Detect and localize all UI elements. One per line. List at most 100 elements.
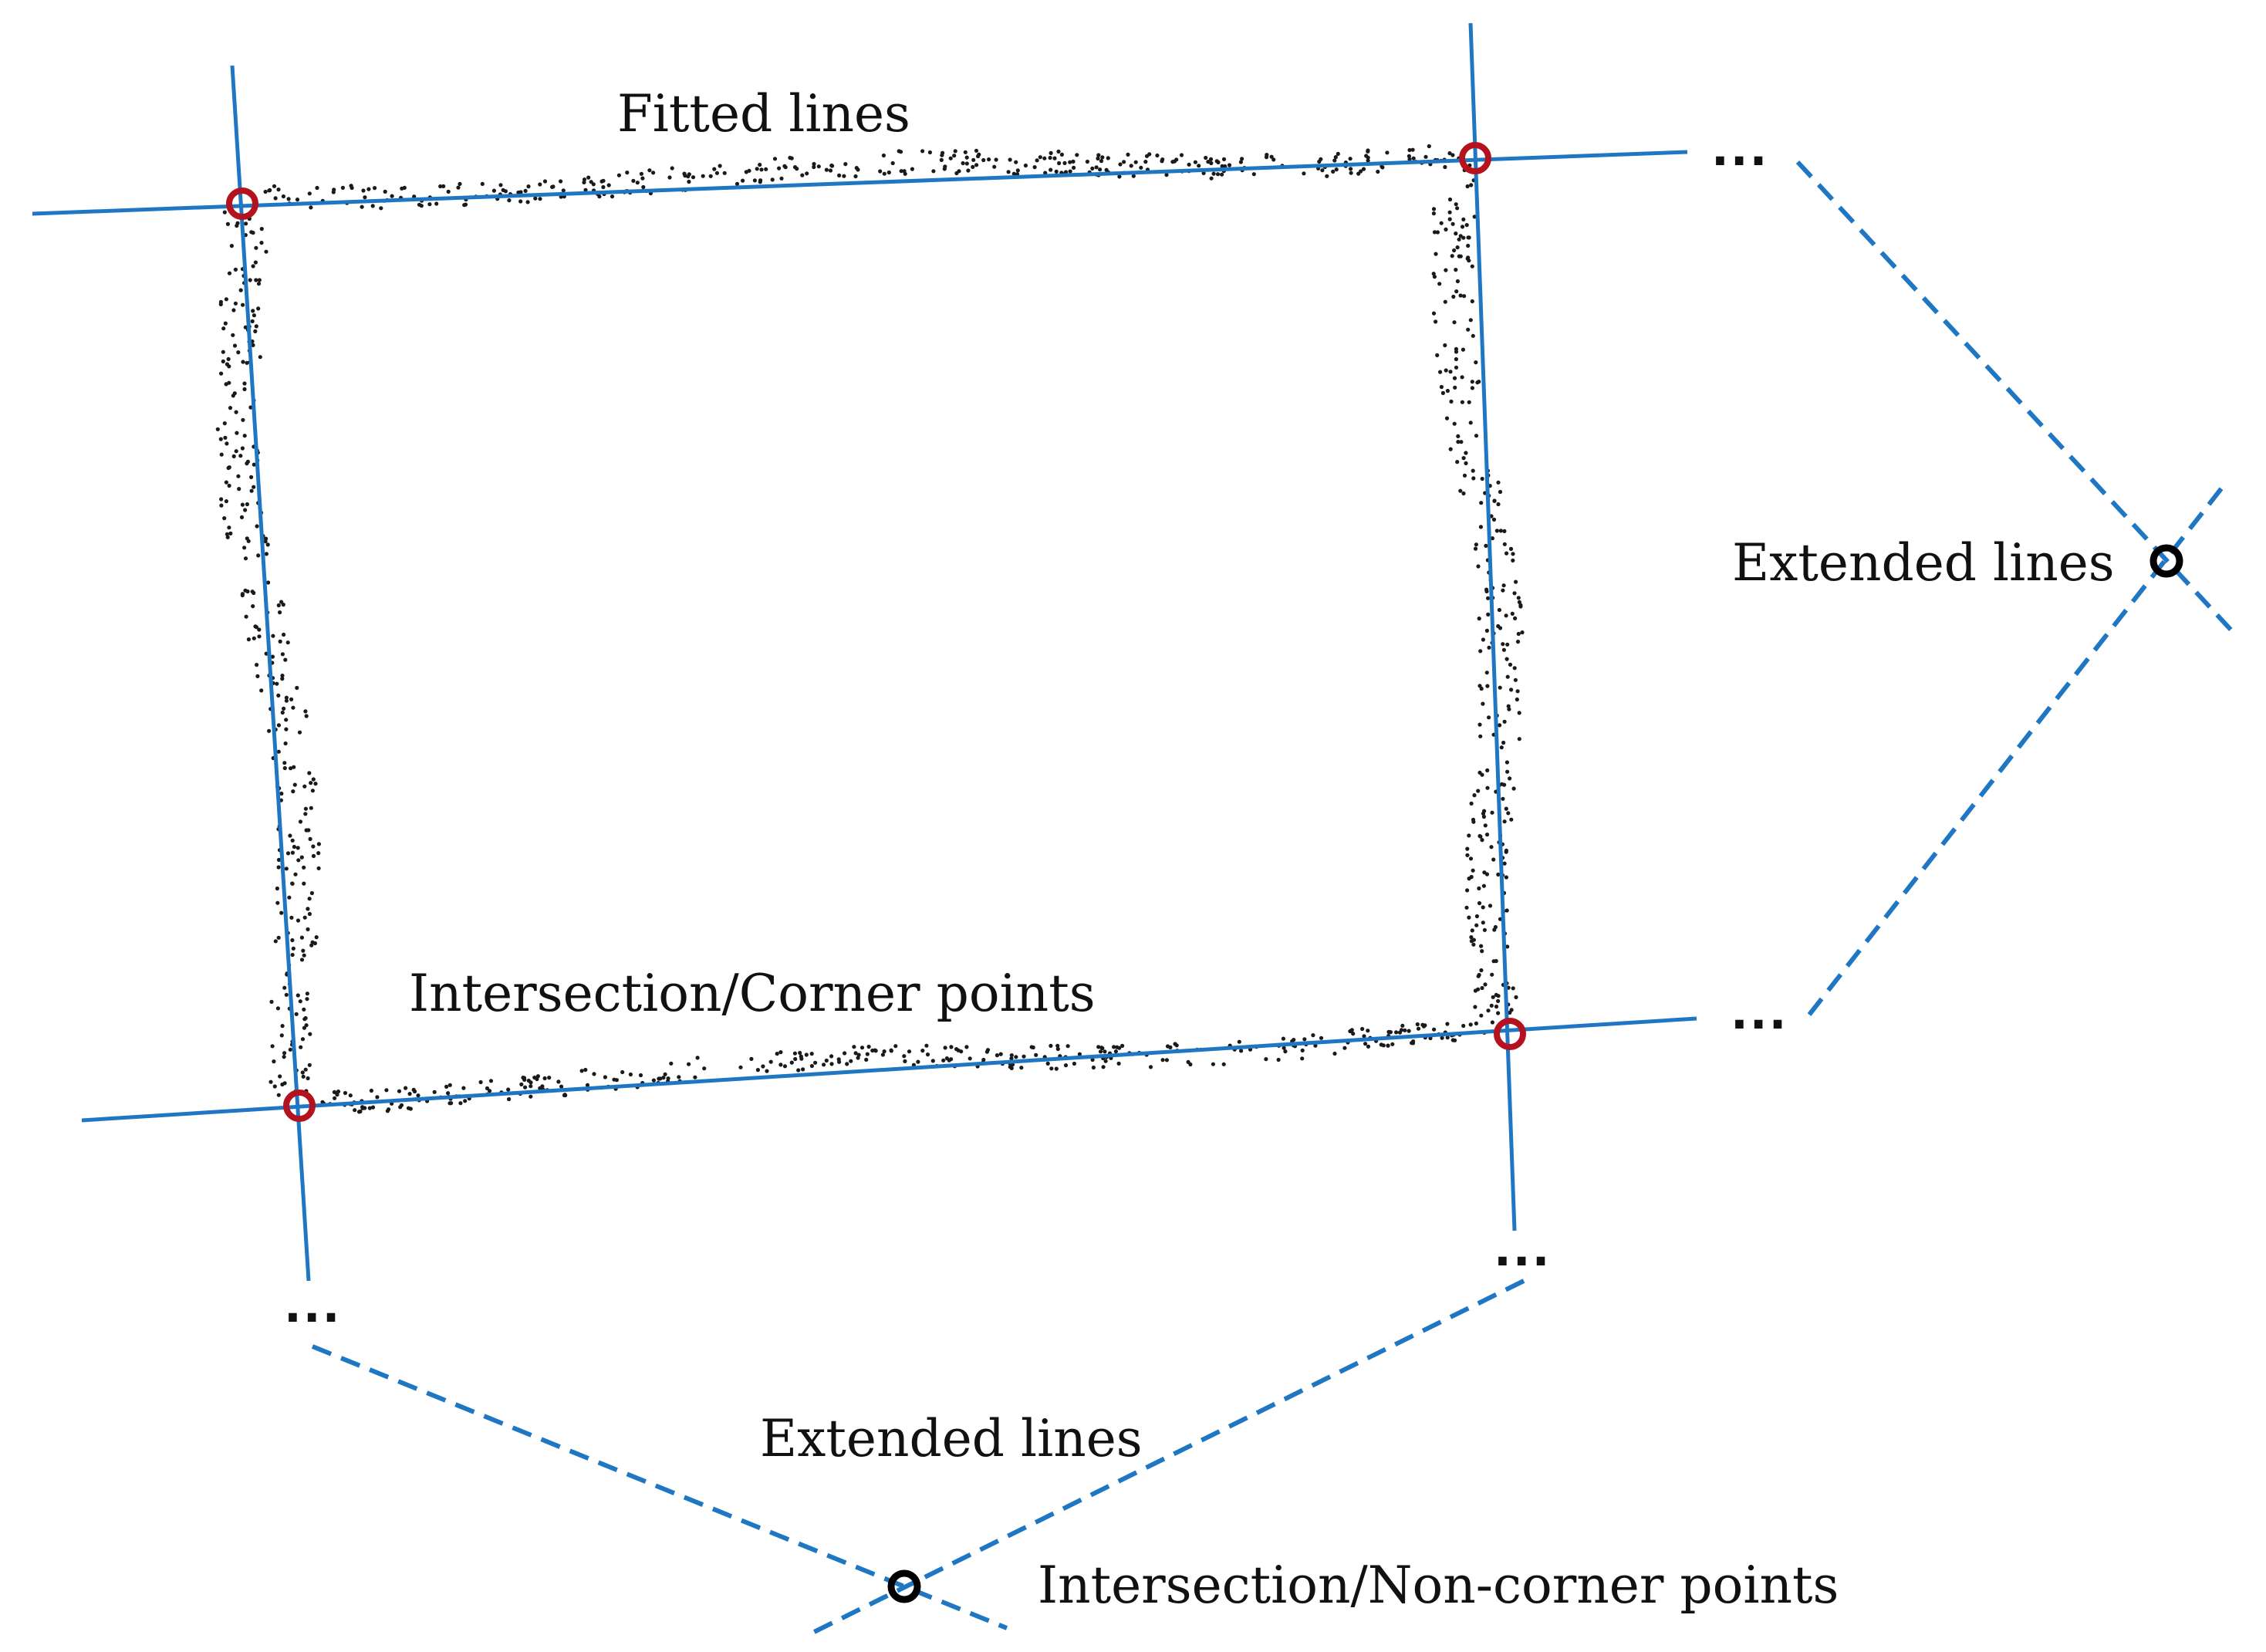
cloud-point: [559, 1084, 564, 1089]
cloud-point: [242, 381, 247, 386]
cloud-point: [290, 881, 295, 886]
cloud-point: [253, 624, 258, 629]
cloud-point: [259, 688, 264, 693]
cloud-point: [299, 958, 305, 962]
fitted-line-bottom: [81, 1016, 1697, 1123]
cloud-point: [583, 187, 588, 192]
corner-point-top-left: [226, 187, 258, 220]
cloud-point: [1452, 320, 1457, 325]
cloud-point: [1131, 174, 1136, 178]
cloud-point: [994, 157, 998, 162]
cloud-point: [299, 855, 304, 860]
cloud-point: [283, 741, 288, 746]
cloud-point: [1444, 416, 1450, 421]
cloud-point: [295, 993, 300, 998]
cloud-point: [1227, 163, 1232, 167]
cloud-point: [256, 553, 261, 558]
cloud-point: [1471, 942, 1476, 947]
cloud-point: [1282, 1046, 1286, 1050]
cloud-point: [1361, 167, 1366, 171]
cloud-point: [1453, 385, 1457, 390]
cloud-point: [1059, 152, 1064, 157]
cloud-point: [1238, 160, 1243, 164]
cloud-point: [897, 149, 901, 154]
cloud-point: [244, 614, 248, 619]
cloud-point: [224, 499, 228, 504]
cloud-point: [1349, 167, 1353, 171]
cloud-point: [1505, 769, 1510, 774]
cloud-point: [1011, 171, 1016, 176]
cloud-point: [292, 844, 296, 850]
cloud-point: [1023, 163, 1028, 168]
cloud-point: [275, 681, 279, 686]
cloud-point: [651, 171, 656, 175]
cloud-point: [1469, 935, 1474, 940]
cloud-point: [383, 189, 387, 194]
corner-point-bottom-left: [283, 1090, 316, 1122]
cloud-point: [302, 953, 306, 958]
cloud-point: [1467, 915, 1471, 920]
cloud-point: [225, 535, 230, 539]
cloud-point: [303, 812, 308, 816]
cloud-point: [254, 245, 258, 250]
cloud-point: [1096, 156, 1100, 160]
cloud-point: [1515, 640, 1521, 644]
cloud-point: [601, 178, 606, 183]
cloud-point: [1160, 159, 1164, 164]
cloud-point: [1063, 170, 1069, 174]
cloud-point: [1385, 150, 1390, 155]
cloud-point: [303, 709, 308, 714]
cloud-point: [1271, 157, 1276, 162]
cloud-point: [1434, 252, 1438, 256]
cloud-point: [456, 185, 461, 190]
cloud-point: [506, 1087, 511, 1092]
cloud-point: [447, 1101, 452, 1106]
cloud-point: [1461, 217, 1466, 221]
cloud-point: [1052, 156, 1057, 160]
cloud-point: [279, 1033, 284, 1038]
cloud-point: [1451, 294, 1456, 299]
cloud-point: [882, 171, 886, 176]
cloud-point: [379, 206, 383, 211]
cloud-point: [1431, 311, 1437, 316]
cloud-point: [252, 485, 256, 489]
cloud-point: [284, 698, 289, 703]
cloud-point: [231, 394, 235, 398]
cloud-point: [444, 1084, 449, 1089]
cloud-point: [1068, 160, 1072, 164]
cloud-point: [1126, 152, 1130, 157]
cloud-point: [1497, 607, 1501, 613]
cloud-point: [316, 866, 321, 870]
cloud-point: [916, 1059, 920, 1064]
cloud-point: [939, 157, 944, 162]
cloud-point: [1470, 928, 1474, 933]
cloud-point: [1320, 168, 1325, 173]
cloud-point: [1511, 558, 1515, 563]
cloud-point: [782, 1064, 788, 1069]
cloud-point: [992, 164, 997, 169]
cloud-point: [1506, 811, 1511, 816]
cloud-point: [302, 865, 306, 870]
cloud-point: [303, 1067, 308, 1072]
cloud-point: [1096, 1045, 1101, 1049]
cloud-point: [1477, 380, 1481, 384]
cloud-point: [251, 231, 255, 235]
cloud-point: [434, 201, 439, 206]
cloud-point: [957, 169, 961, 174]
cloud-point: [1390, 1042, 1395, 1046]
cloud-point: [1331, 169, 1336, 174]
cloud-point: [1038, 155, 1042, 160]
cloud-point: [306, 927, 310, 931]
cloud-point: [302, 1017, 307, 1022]
cloud-point: [714, 171, 720, 175]
cloud-point: [1511, 552, 1515, 556]
cloud-point: [953, 149, 957, 154]
cloud-point: [1302, 171, 1306, 176]
cloud-point: [1103, 1049, 1107, 1054]
cloud-point: [1479, 968, 1484, 973]
cloud-point: [702, 1066, 707, 1071]
corner-points: [226, 142, 1526, 1122]
cloud-point: [239, 515, 245, 520]
cloud-point: [488, 1079, 494, 1083]
cloud-point: [282, 632, 286, 637]
